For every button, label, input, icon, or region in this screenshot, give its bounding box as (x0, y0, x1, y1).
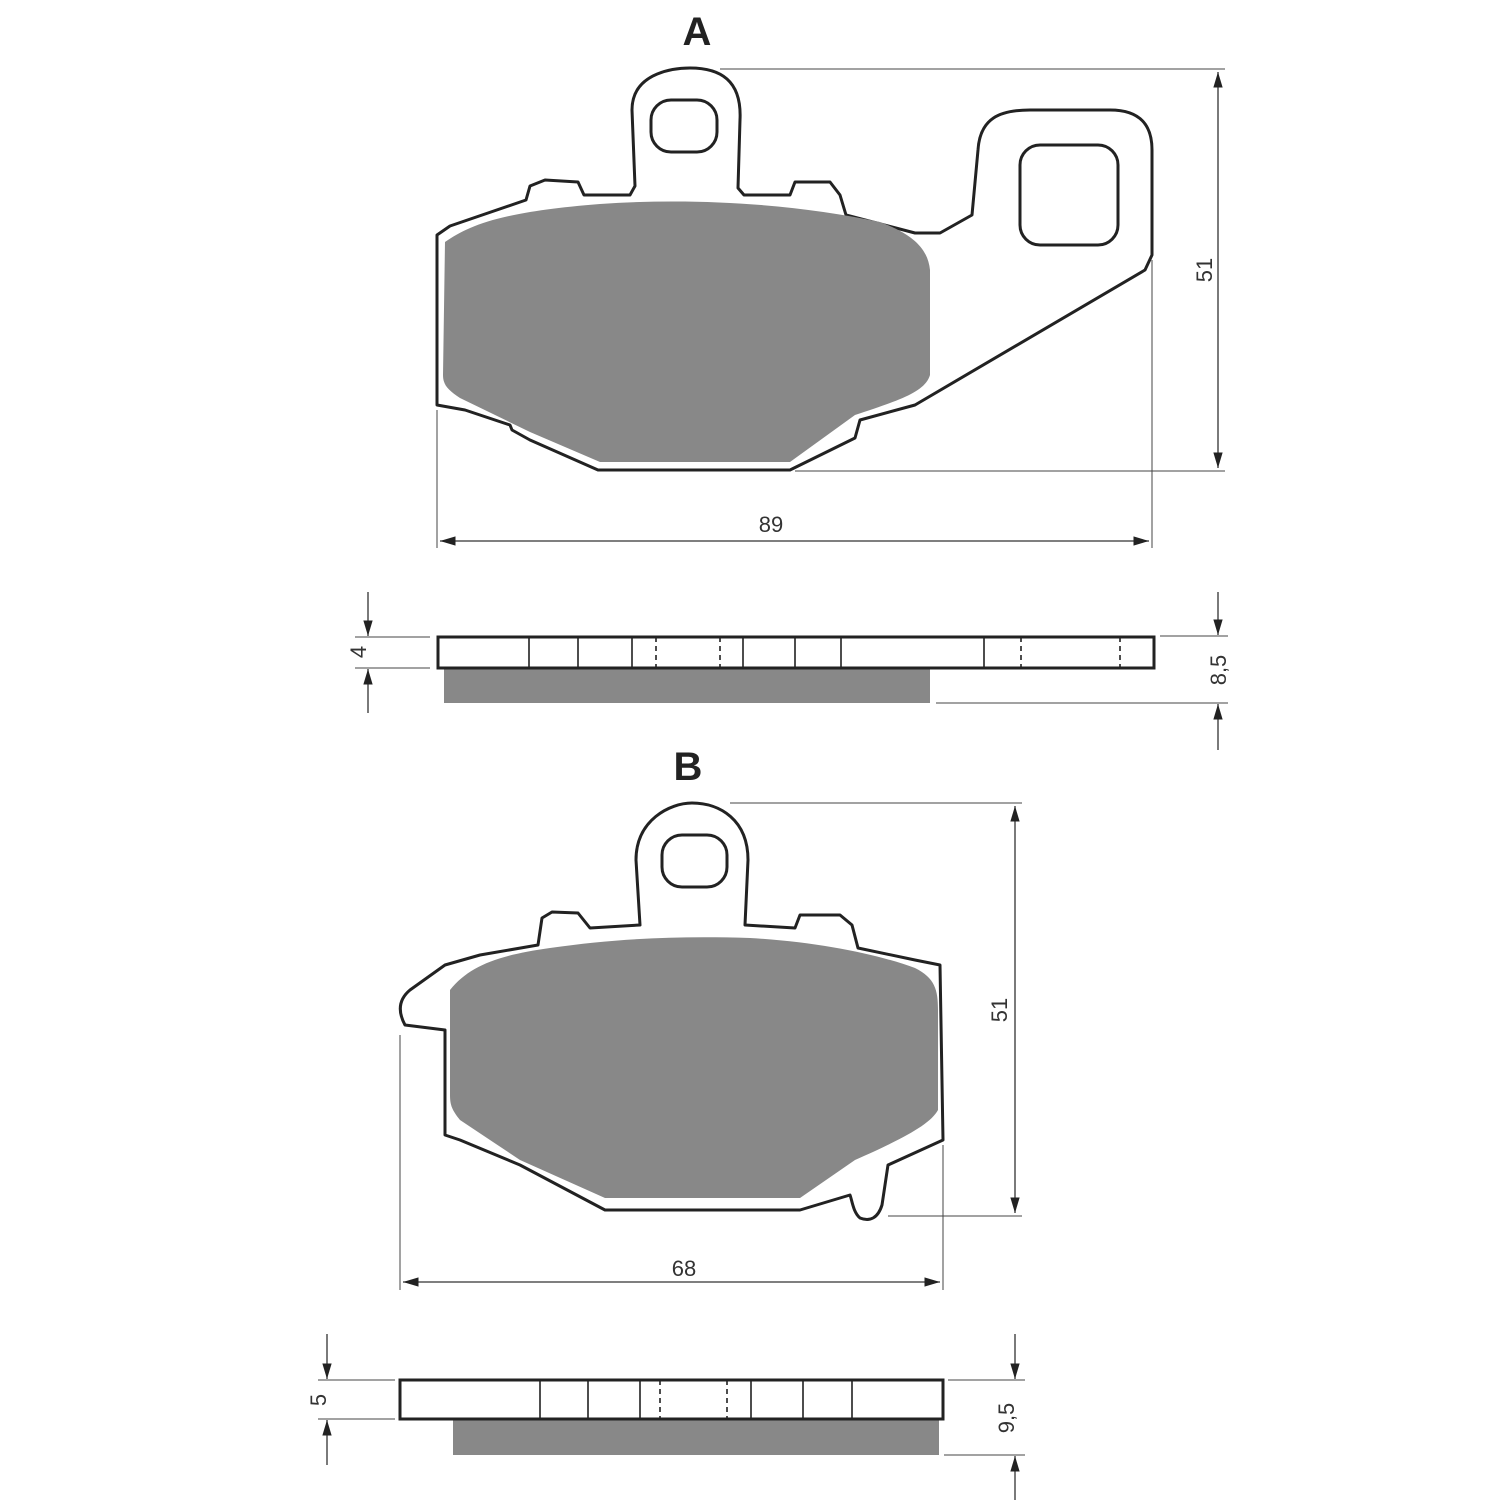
pad-a-label: A (683, 10, 712, 54)
pad-a-friction-material (443, 201, 930, 462)
pad-b-side-view: 5 9,5 (306, 1334, 1025, 1500)
pad-b-height-label: 51 (987, 998, 1012, 1022)
pad-a-pin-hole (1018, 143, 1120, 247)
pad-a-front-view (435, 66, 1154, 472)
pad-b-dimensions: 51 68 (399, 802, 1022, 1290)
pad-a-total-thickness-label: 8,5 (1206, 655, 1231, 686)
pad-b-front-view (398, 801, 945, 1221)
pad-a-side-view: 4 8,5 (346, 592, 1231, 750)
pad-b-mounting-hole (660, 833, 729, 889)
pad-b-plate-thickness-label: 5 (306, 1394, 331, 1406)
pad-b-total-thickness-label: 9,5 (994, 1403, 1019, 1434)
pad-a-plate-thickness-label: 4 (346, 646, 371, 658)
pad-a-width-label: 89 (759, 512, 783, 537)
pad-b-friction-material (450, 937, 938, 1198)
pad-a-height-label: 51 (1192, 258, 1217, 282)
pad-a-dimensions: 51 89 (436, 68, 1225, 548)
pad-b-width-label: 68 (672, 1256, 696, 1281)
pad-a-mounting-hole (649, 98, 719, 154)
pad-b-label: B (674, 745, 703, 789)
